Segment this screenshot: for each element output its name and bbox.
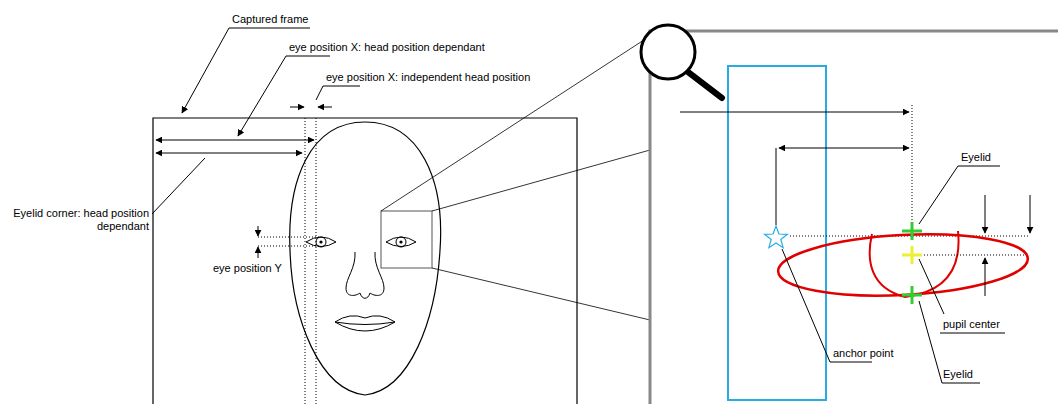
leader-line (229, 28, 310, 29)
guide-line (776, 148, 777, 225)
dimension-arrow (156, 153, 302, 154)
dimension-arrow (680, 112, 909, 113)
leader-line (782, 249, 830, 362)
pupil (319, 240, 322, 243)
callout-label: eye position Y (212, 262, 283, 275)
zoom-line (381, 36, 650, 211)
dimension-arrow (1030, 195, 1031, 233)
guide-line (316, 118, 317, 404)
magnifier-lens (641, 25, 695, 79)
captured-frame (153, 118, 577, 404)
guide-line (912, 105, 913, 228)
eyelid-marker (902, 222, 922, 304)
callout-label: eye position X: independent head positio… (325, 71, 531, 84)
leader-line (152, 158, 205, 214)
guide-line (912, 255, 1025, 256)
callout-label: Eyelid corner: head position dependant (4, 207, 150, 233)
iris (396, 237, 406, 247)
callout-label: anchor point (832, 347, 895, 360)
zoom-line (432, 268, 650, 320)
zoom-box (381, 211, 432, 268)
dimension-arrow (258, 226, 259, 236)
dimension-arrow (258, 247, 259, 258)
leader-line (958, 166, 1000, 167)
leader-line (919, 259, 944, 314)
mouth (335, 316, 395, 331)
leader-line (238, 56, 286, 136)
zoom-panel (650, 31, 1058, 404)
leader-line (919, 301, 942, 383)
leader-line (286, 56, 330, 57)
leader-line (182, 28, 229, 113)
dimension-arrow (156, 140, 314, 141)
pupil (399, 240, 402, 243)
leader-line (942, 383, 980, 384)
search-region (728, 66, 826, 400)
dimension-arrow (985, 195, 986, 233)
iris (316, 237, 326, 247)
eye-outline (777, 228, 1030, 301)
face-outline (290, 122, 441, 395)
magnifier-handle (688, 72, 722, 98)
callout-label: Eyelid (960, 151, 992, 164)
guide-line (258, 246, 320, 247)
zoom-line (432, 150, 650, 211)
leader-line (323, 86, 360, 87)
callout-label: pupil center (942, 318, 1001, 331)
eye (386, 237, 416, 247)
callout-label: eye position X: head position dependant (288, 41, 486, 54)
leader-line (919, 166, 958, 224)
anchor-star (765, 226, 788, 248)
eye (306, 237, 336, 247)
leader-line (830, 362, 872, 363)
callout-label: Captured frame (231, 13, 309, 26)
mouth (335, 322, 395, 325)
dimension-arrow (985, 258, 986, 296)
dimension-arrow (779, 148, 909, 149)
pupil-marker (902, 246, 922, 264)
eyelid-marker (911, 222, 914, 240)
leader-line (316, 86, 323, 100)
guide-line (258, 237, 320, 238)
dimension-arrow (318, 107, 332, 108)
dimension-arrow (290, 107, 304, 108)
pupil-marker (911, 246, 914, 264)
leader-line (940, 333, 1005, 334)
iris-outline (870, 231, 959, 297)
nose (346, 252, 384, 298)
eyelid-marker (911, 286, 914, 304)
callout-label: Eyelid (942, 368, 974, 381)
